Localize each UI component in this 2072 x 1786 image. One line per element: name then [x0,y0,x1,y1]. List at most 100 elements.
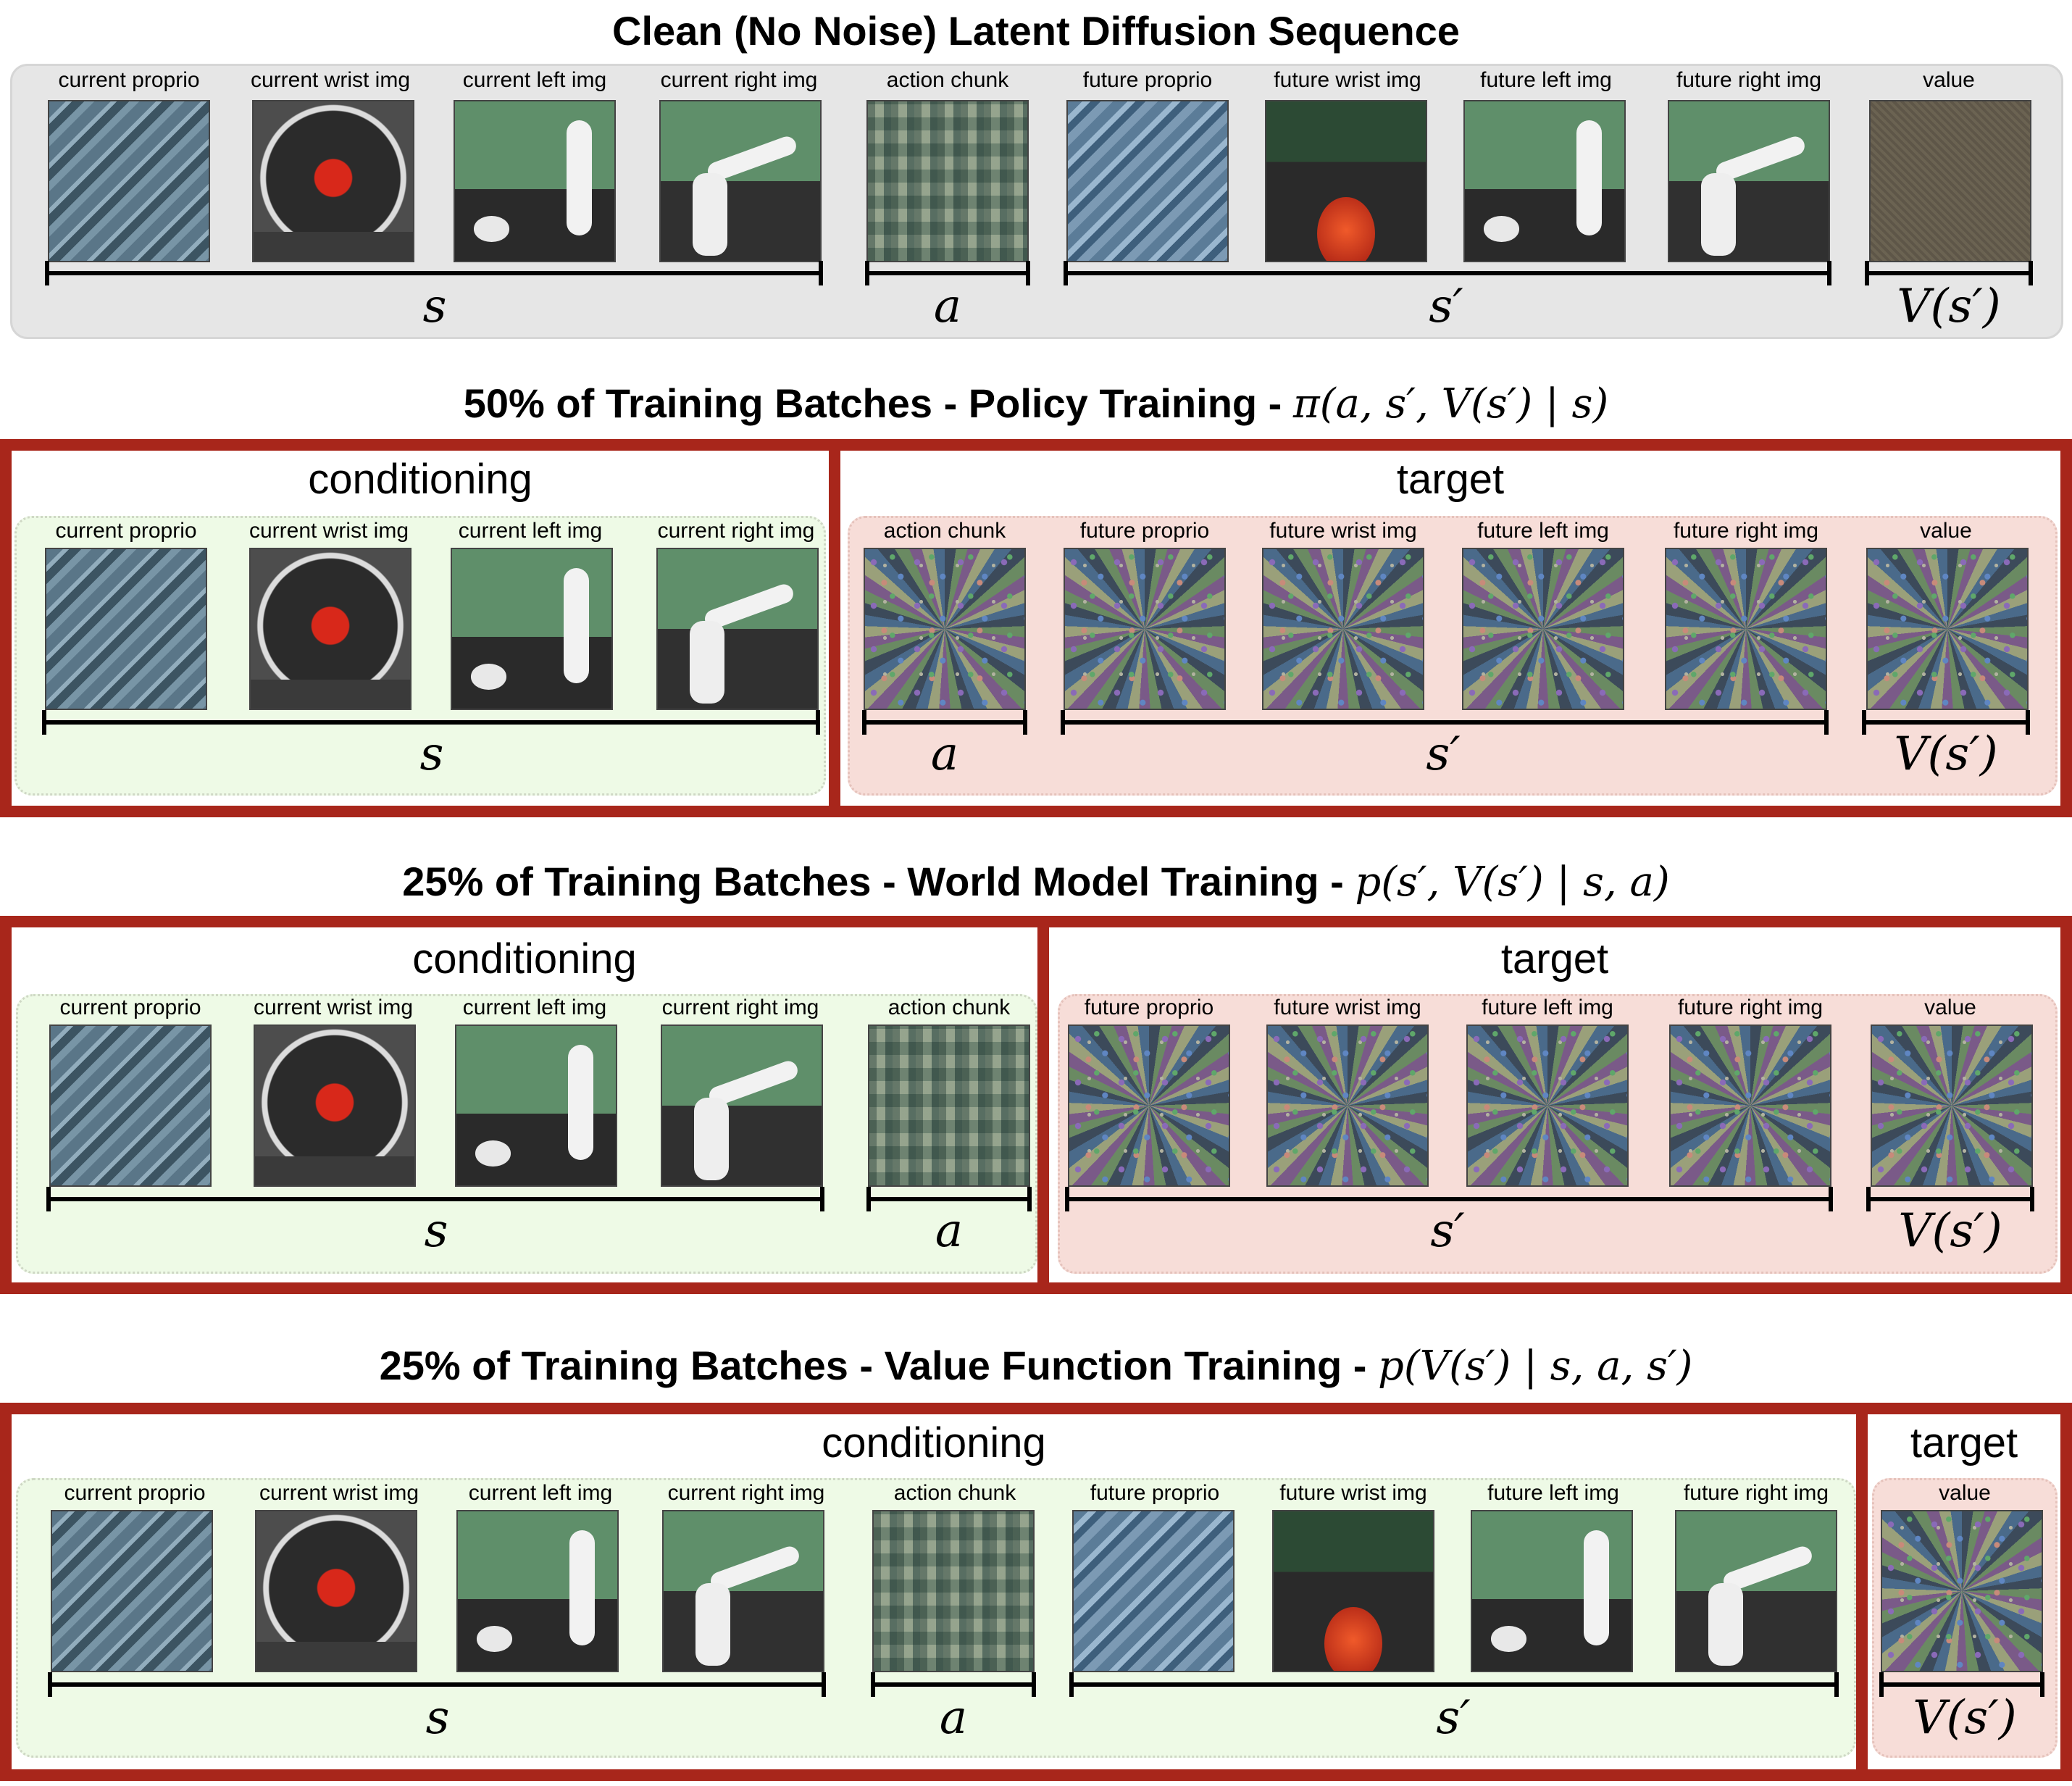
value-title-text: 25% of Training Batches - Value Function… [379,1343,1379,1388]
value-future-wrist-tile [1272,1510,1434,1672]
policy-label-current-right: current right img [657,519,815,543]
world-title-math: p(s′, V(s′) | s, a) [1355,859,1670,906]
policy-value-noise-tile [1866,548,2029,710]
world-future-left-noise-tile [1466,1025,1629,1187]
clean-future-wrist-tile [1265,100,1427,262]
value-label-future-proprio: future proprio [1090,1481,1220,1505]
policy-current-right-tile [656,548,819,710]
clean-current-proprio-tile [48,100,210,262]
clean-label-future-right: future right img [1676,68,1822,92]
world-label-future-right: future right img [1677,996,1824,1019]
clean-value-tile [1869,100,2031,262]
policy-label-action-chunk: action chunk [883,519,1006,543]
value-sprime-brace [1069,1672,1839,1697]
value-future-left-tile [1471,1510,1633,1672]
policy-title-math: π(a, s′, V(s′) | s) [1292,380,1609,427]
world-future-right-noise-tile [1669,1025,1831,1187]
world-label-action-chunk: action chunk [887,996,1011,1019]
value-a-symbol: a [939,1691,968,1745]
clean-label-current-left: current left img [462,68,607,92]
policy-current-wrist-tile [249,548,412,710]
world-a-brace [866,1187,1032,1211]
clean-label-future-wrist: future wrist img [1274,68,1421,92]
world-target-frame [1037,916,2072,1294]
clean-label-current-proprio: current proprio [58,68,200,92]
policy-s-brace [42,710,820,735]
clean-label-future-proprio: future proprio [1082,68,1213,92]
policy-a-brace [862,710,1027,735]
policy-target-heading: target [1396,456,1505,503]
policy-label-current-wrist: current wrist img [248,519,409,543]
value-target-heading: target [1910,1419,2018,1466]
policy-target-frame [829,439,2072,817]
policy-label-future-wrist: future wrist img [1269,519,1417,543]
policy-title-text: 50% of Training Batches - Policy Trainin… [463,380,1293,426]
value-conditioning-heading: conditioning [822,1419,1046,1466]
policy-current-left-tile [451,548,613,710]
world-action-chunk-tile [868,1025,1030,1187]
clean-action-chunk-tile [866,100,1029,262]
world-label-current-proprio: current proprio [59,996,201,1019]
policy-a-symbol: a [930,727,959,781]
clean-current-right-tile [659,100,822,262]
world-current-right-tile [661,1025,823,1187]
value-action-chunk-tile [872,1510,1035,1672]
world-label-future-left: future left img [1482,996,1613,1019]
value-s-brace [48,1672,826,1697]
clean-s-brace [45,261,823,285]
policy-label-value: value [1920,519,1972,543]
policy-action-chunk-noise-tile [864,548,1026,710]
world-v-symbol: V(s′) [1898,1204,2002,1258]
world-title: 25% of Training Batches - World Model Tr… [0,858,2072,906]
value-label-future-right: future right img [1683,1481,1829,1505]
policy-sprime-brace [1061,710,1829,735]
clean-label-current-right: current right img [660,68,818,92]
clean-label-current-wrist: current wrist img [250,68,411,92]
world-current-left-tile [455,1025,617,1187]
world-target-heading: target [1500,935,1609,982]
world-v-brace [1866,1187,2034,1211]
world-current-proprio-tile [49,1025,212,1187]
policy-future-proprio-noise-tile [1064,548,1226,710]
world-label-current-left: current left img [462,996,607,1019]
clean-title-text: Clean (No Noise) Latent Diffusion Sequen… [612,8,1460,54]
value-v-symbol: V(s′) [1913,1691,2017,1745]
policy-sprime-symbol: s′ [1426,727,1461,781]
clean-future-left-tile [1463,100,1626,262]
value-current-wrist-tile [255,1510,417,1672]
world-current-wrist-tile [254,1025,416,1187]
policy-future-right-noise-tile [1665,548,1827,710]
policy-target-panel [848,516,2058,796]
policy-future-left-noise-tile [1462,548,1624,710]
world-sprime-brace [1065,1187,1833,1211]
policy-s-symbol: s [419,727,444,781]
policy-future-wrist-noise-tile [1262,548,1424,710]
policy-conditioning-heading: conditioning [308,456,532,503]
policy-label-current-left: current left img [458,519,603,543]
policy-current-proprio-tile [45,548,207,710]
clean-sprime-symbol: s′ [1429,280,1463,333]
clean-v-symbol: V(s′) [1897,280,2001,333]
world-conditioning-heading: conditioning [412,935,637,982]
clean-label-action-chunk: action chunk [886,68,1009,92]
value-label-future-left: future left img [1487,1481,1619,1505]
value-v-brace [1879,1672,2044,1697]
policy-v-symbol: V(s′) [1894,727,1998,781]
value-label-current-wrist: current wrist img [259,1481,419,1505]
world-a-symbol: a [935,1204,964,1258]
policy-title: 50% of Training Batches - Policy Trainin… [0,380,2072,427]
clean-label-future-left: future left img [1480,68,1612,92]
world-label-current-right: current right img [661,996,819,1019]
policy-label-future-proprio: future proprio [1079,519,1210,543]
value-sprime-symbol: s′ [1436,1691,1471,1745]
value-current-right-tile [662,1510,824,1672]
world-label-current-wrist: current wrist img [253,996,414,1019]
world-label-value: value [1924,996,1976,1019]
clean-label-value: value [1923,68,1975,92]
world-sprime-symbol: s′ [1430,1204,1465,1258]
value-title: 25% of Training Batches - Value Function… [0,1342,2072,1390]
clean-v-brace [1865,261,2033,285]
value-target-frame [1856,1403,2072,1781]
value-label-current-left: current left img [468,1481,613,1505]
value-label-current-proprio: current proprio [64,1481,206,1505]
